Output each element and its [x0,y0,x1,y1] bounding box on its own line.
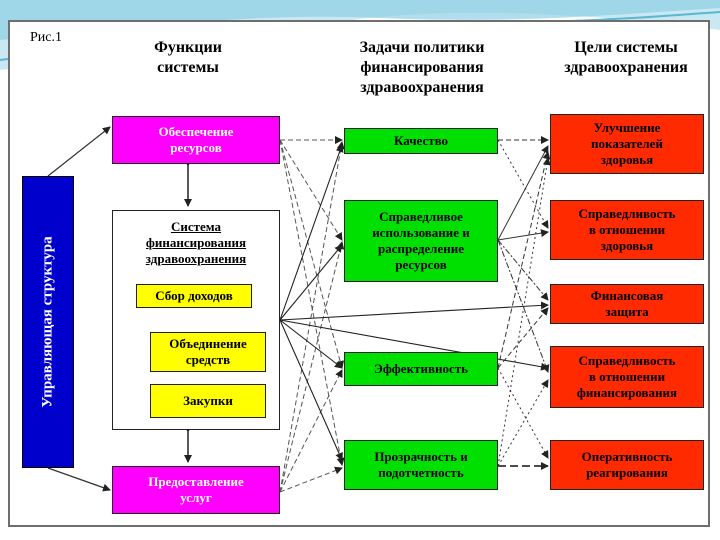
goal-health-line-3: здоровья [600,152,654,167]
financing-system-title: Система финансирования здравоохранения [113,219,279,267]
header-tasks-line-3: здравоохранения [360,79,484,96]
goal-financing-equity-line-1: Справедливость [578,353,676,368]
header-functions: Функции системы [128,38,248,78]
task-equity-line-3: распределение [378,241,464,256]
goal-health-line-1: Улучшение [593,120,661,135]
function-resources-line-2: ресурсов [170,140,222,155]
task-efficiency: Эффективность [344,352,498,386]
goal-health-improvement: Улучшение показателей здоровья [550,114,704,174]
subfunction-purchasing-label: Закупки [183,393,233,408]
header-tasks-line-2: финансирования [360,59,484,76]
header-goals: Цели системы здравоохранения [540,38,712,78]
goal-health-equity-line-3: здоровья [600,238,654,253]
goal-financial-protection-line-1: Финансовая [590,288,664,303]
task-quality: Качество [344,128,498,154]
function-services-line-2: услуг [180,490,212,505]
goal-financing-equity-line-3: финансирования [576,385,678,400]
subfunction-purchasing: Закупки [150,384,266,418]
goal-health-equity-line-2: в отношении [588,222,666,237]
header-functions-line-2: системы [157,59,219,76]
task-equity-line-2: использование и [372,225,470,240]
subfunction-pooling: Объединение средств [150,332,266,372]
function-services: Предоставление услуг [112,466,280,514]
task-equity-line-4: ресурсов [395,257,447,272]
financing-title-line-3: здравоохранения [145,251,247,266]
financing-title-line-1: Система [170,219,222,234]
goal-financing-equity-line-2: в отношении [588,369,666,384]
task-transparency-line-2: подотчетность [378,465,464,480]
subfunction-pooling-line-1: Объединение [169,336,247,351]
subfunction-revenue-label: Сбор доходов [155,288,233,303]
function-services-line-1: Предоставление [148,474,244,489]
header-goals-line-2: здравоохранения [564,59,688,76]
header-tasks: Задачи политики финансирования здравоохр… [330,38,514,98]
subfunction-revenue: Сбор доходов [136,284,252,308]
function-resources-line-1: Обеспечение [158,124,234,139]
financing-title-line-2: финансирования [145,235,247,250]
goal-responsiveness: Оперативность реагирования [550,440,704,490]
goal-financial-protection: Финансовая защита [550,284,704,324]
goal-financing-equity: Справедливость в отношении финансировани… [550,346,704,408]
figure-caption: Рис.1 [30,30,62,45]
goal-responsiveness-line-2: реагирования [586,465,668,480]
header-tasks-line-1: Задачи политики [359,39,485,56]
goal-financial-protection-line-2: защита [605,304,649,319]
task-transparency-line-1: Прозрачность и [374,449,468,464]
task-quality-label: Качество [393,133,449,148]
header-functions-line-1: Функции [154,39,222,56]
goal-health-equity-line-1: Справедливость [578,206,676,221]
task-transparency: Прозрачность и подотчетность [344,440,498,490]
governance-label: Управляющая структура [39,236,56,408]
governance-bar: Управляющая структура [22,176,74,468]
subfunction-pooling-line-2: средств [185,352,231,367]
goal-responsiveness-line-1: Оперативность [581,449,673,464]
function-resources: Обеспечение ресурсов [112,116,280,164]
goal-health-equity: Справедливость в отношении здоровья [550,200,704,260]
header-goals-line-1: Цели системы [574,39,678,56]
task-equity: Справедливое использование и распределен… [344,200,498,282]
task-efficiency-label: Эффективность [374,361,468,376]
goal-health-line-2: показателей [591,136,663,151]
task-equity-line-1: Справедливое [379,209,463,224]
